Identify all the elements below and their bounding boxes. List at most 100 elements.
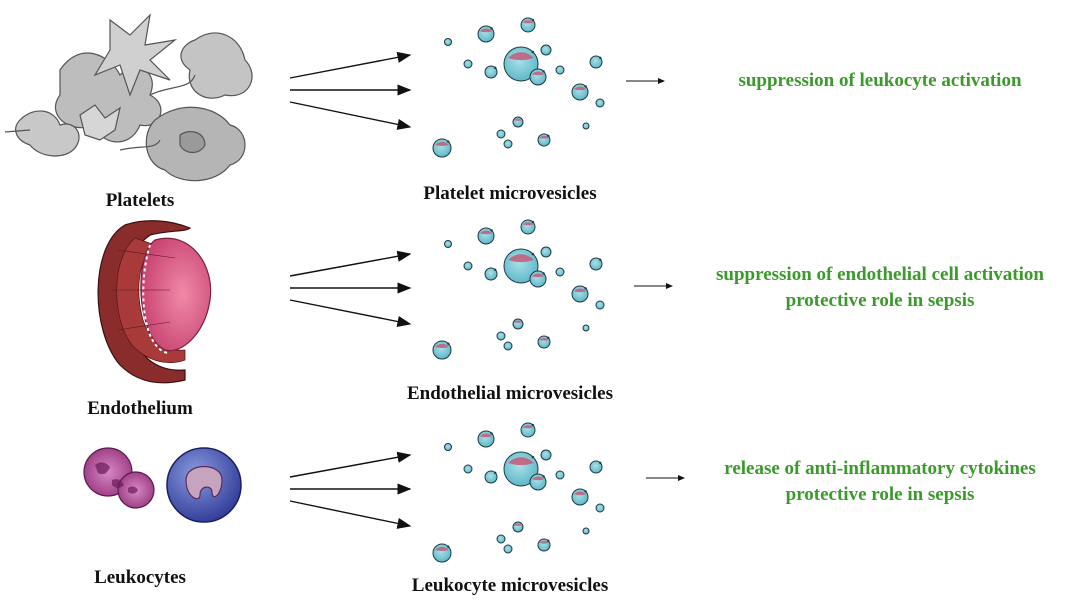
arrow-platelets-down bbox=[289, 101, 412, 130]
microvesicle bbox=[503, 544, 513, 554]
microvesicle bbox=[503, 341, 513, 351]
leukocyte-microvesicles-label: Leukocyte microvesicles bbox=[411, 575, 609, 596]
microvesicle bbox=[555, 65, 565, 75]
microvesicle-receptor bbox=[599, 461, 602, 464]
leukocytes-icon bbox=[83, 447, 242, 523]
effect-arrows bbox=[626, 78, 685, 481]
microvesicle-cap bbox=[514, 320, 522, 323]
microvesicle bbox=[496, 331, 506, 341]
leukocytes-label: Leukocytes bbox=[94, 567, 186, 588]
microvesicle bbox=[463, 261, 473, 271]
platelets-icon bbox=[4, 13, 253, 182]
arrow-endothelium-up bbox=[289, 250, 412, 277]
microvesicle-receptor bbox=[531, 50, 535, 54]
vesicle-cluster-1 bbox=[432, 17, 605, 158]
microvesicle bbox=[463, 464, 473, 474]
microvesicle-receptor bbox=[542, 70, 545, 73]
microvesicle bbox=[595, 300, 605, 310]
microvesicle bbox=[512, 116, 524, 128]
microvesicle-cap bbox=[522, 222, 534, 226]
microvesicle-cap bbox=[532, 476, 544, 481]
microvesicle-receptor bbox=[547, 336, 550, 339]
microvesicle-cap bbox=[574, 491, 586, 496]
microvesicle-receptor bbox=[531, 252, 535, 256]
microvesicle-receptor bbox=[494, 66, 497, 70]
microvesicle-cap bbox=[522, 425, 534, 429]
platelet-effect: suppression of leukocyte activation bbox=[690, 68, 1070, 94]
microvesicle-cap bbox=[508, 52, 534, 61]
microvesicle bbox=[496, 129, 506, 139]
microvesicle-receptor bbox=[547, 134, 550, 137]
microvesicle-receptor bbox=[494, 471, 497, 474]
microvesicle-receptor bbox=[584, 287, 587, 290]
microvesicle bbox=[555, 267, 565, 277]
microvesicle-receptor bbox=[542, 475, 545, 478]
microvesicle-cap bbox=[435, 343, 449, 348]
microvesicle-receptor bbox=[494, 268, 497, 271]
microvesicle-cap bbox=[532, 273, 544, 278]
microvesicle-cap bbox=[480, 28, 492, 33]
microvesicle bbox=[589, 55, 603, 69]
microvesicle-cap bbox=[574, 288, 586, 293]
leukocyte-effect-line-1: release of anti-inflammatory cytokines bbox=[724, 458, 1036, 479]
endothelial-effect: suppression of endothelial cell activati… bbox=[680, 262, 1080, 314]
microvesicle bbox=[503, 139, 513, 149]
microvesicle-cap bbox=[539, 135, 549, 139]
microvesicle bbox=[444, 240, 452, 248]
microvesicle-receptor bbox=[490, 229, 493, 232]
microvesicle bbox=[595, 503, 605, 513]
microvesicle-cap bbox=[514, 118, 522, 121]
source-arrows bbox=[289, 51, 412, 529]
microvesicle bbox=[484, 267, 498, 281]
microvesicle bbox=[595, 98, 605, 108]
microvesicle-cap bbox=[435, 546, 449, 551]
microvesicle bbox=[484, 65, 498, 79]
microvesicle-cap bbox=[508, 254, 534, 263]
microvesicle bbox=[540, 449, 552, 461]
microvesicle-cap bbox=[435, 141, 449, 146]
microvesicle bbox=[512, 521, 524, 533]
microvesicle-receptor bbox=[599, 258, 602, 261]
vesicle-clusters bbox=[432, 17, 605, 563]
leukocyte-effect-line-2: protective role in sepsis bbox=[785, 484, 975, 505]
microvesicle-receptor bbox=[584, 490, 587, 493]
endothelium-icon bbox=[97, 220, 212, 384]
microvesicle-receptor bbox=[531, 18, 535, 22]
vesicle-cluster-2 bbox=[432, 219, 605, 360]
microvesicle bbox=[540, 246, 552, 258]
microvesicle-receptor bbox=[584, 85, 587, 88]
microvesicle bbox=[444, 443, 452, 451]
microvesicle-cap bbox=[522, 20, 534, 24]
leukocyte-effect: release of anti-inflammatory cytokines p… bbox=[690, 456, 1070, 508]
microvesicle-receptor bbox=[490, 432, 493, 435]
microvesicle-receptor bbox=[447, 545, 450, 548]
microvesicle-receptor bbox=[447, 140, 450, 143]
microvesicle-receptor bbox=[599, 56, 602, 59]
microvesicle-cap bbox=[514, 523, 522, 526]
endothelium-label: Endothelium bbox=[87, 398, 193, 419]
microvesicle bbox=[496, 534, 506, 544]
microvesicle-receptor bbox=[531, 220, 535, 224]
arrow-leukocytes-up bbox=[289, 451, 412, 478]
arrow-endothelium-down bbox=[289, 299, 412, 328]
microvesicle-receptor bbox=[490, 27, 493, 30]
arrow-platelets-up bbox=[289, 51, 412, 79]
microvesicle-receptor bbox=[447, 342, 450, 345]
microvesicle bbox=[582, 324, 590, 332]
microvesicle-cap bbox=[508, 457, 534, 466]
vesicle-cluster-3 bbox=[432, 422, 605, 563]
microvesicle bbox=[484, 470, 498, 484]
microvesicle-cap bbox=[532, 71, 544, 76]
microvesicle bbox=[463, 59, 473, 69]
platelet-microvesicles-label: Platelet microvesicles bbox=[423, 183, 597, 204]
microvesicle-receptor bbox=[531, 455, 535, 459]
microvesicle-cap bbox=[480, 230, 492, 235]
microvesicle bbox=[589, 257, 603, 271]
microvesicle-cap bbox=[574, 86, 586, 91]
microvesicle-receptor bbox=[547, 539, 550, 542]
microvesicle bbox=[444, 38, 452, 46]
endothelial-effect-line-2: protective role in sepsis bbox=[785, 290, 975, 311]
microvesicle bbox=[582, 527, 590, 535]
